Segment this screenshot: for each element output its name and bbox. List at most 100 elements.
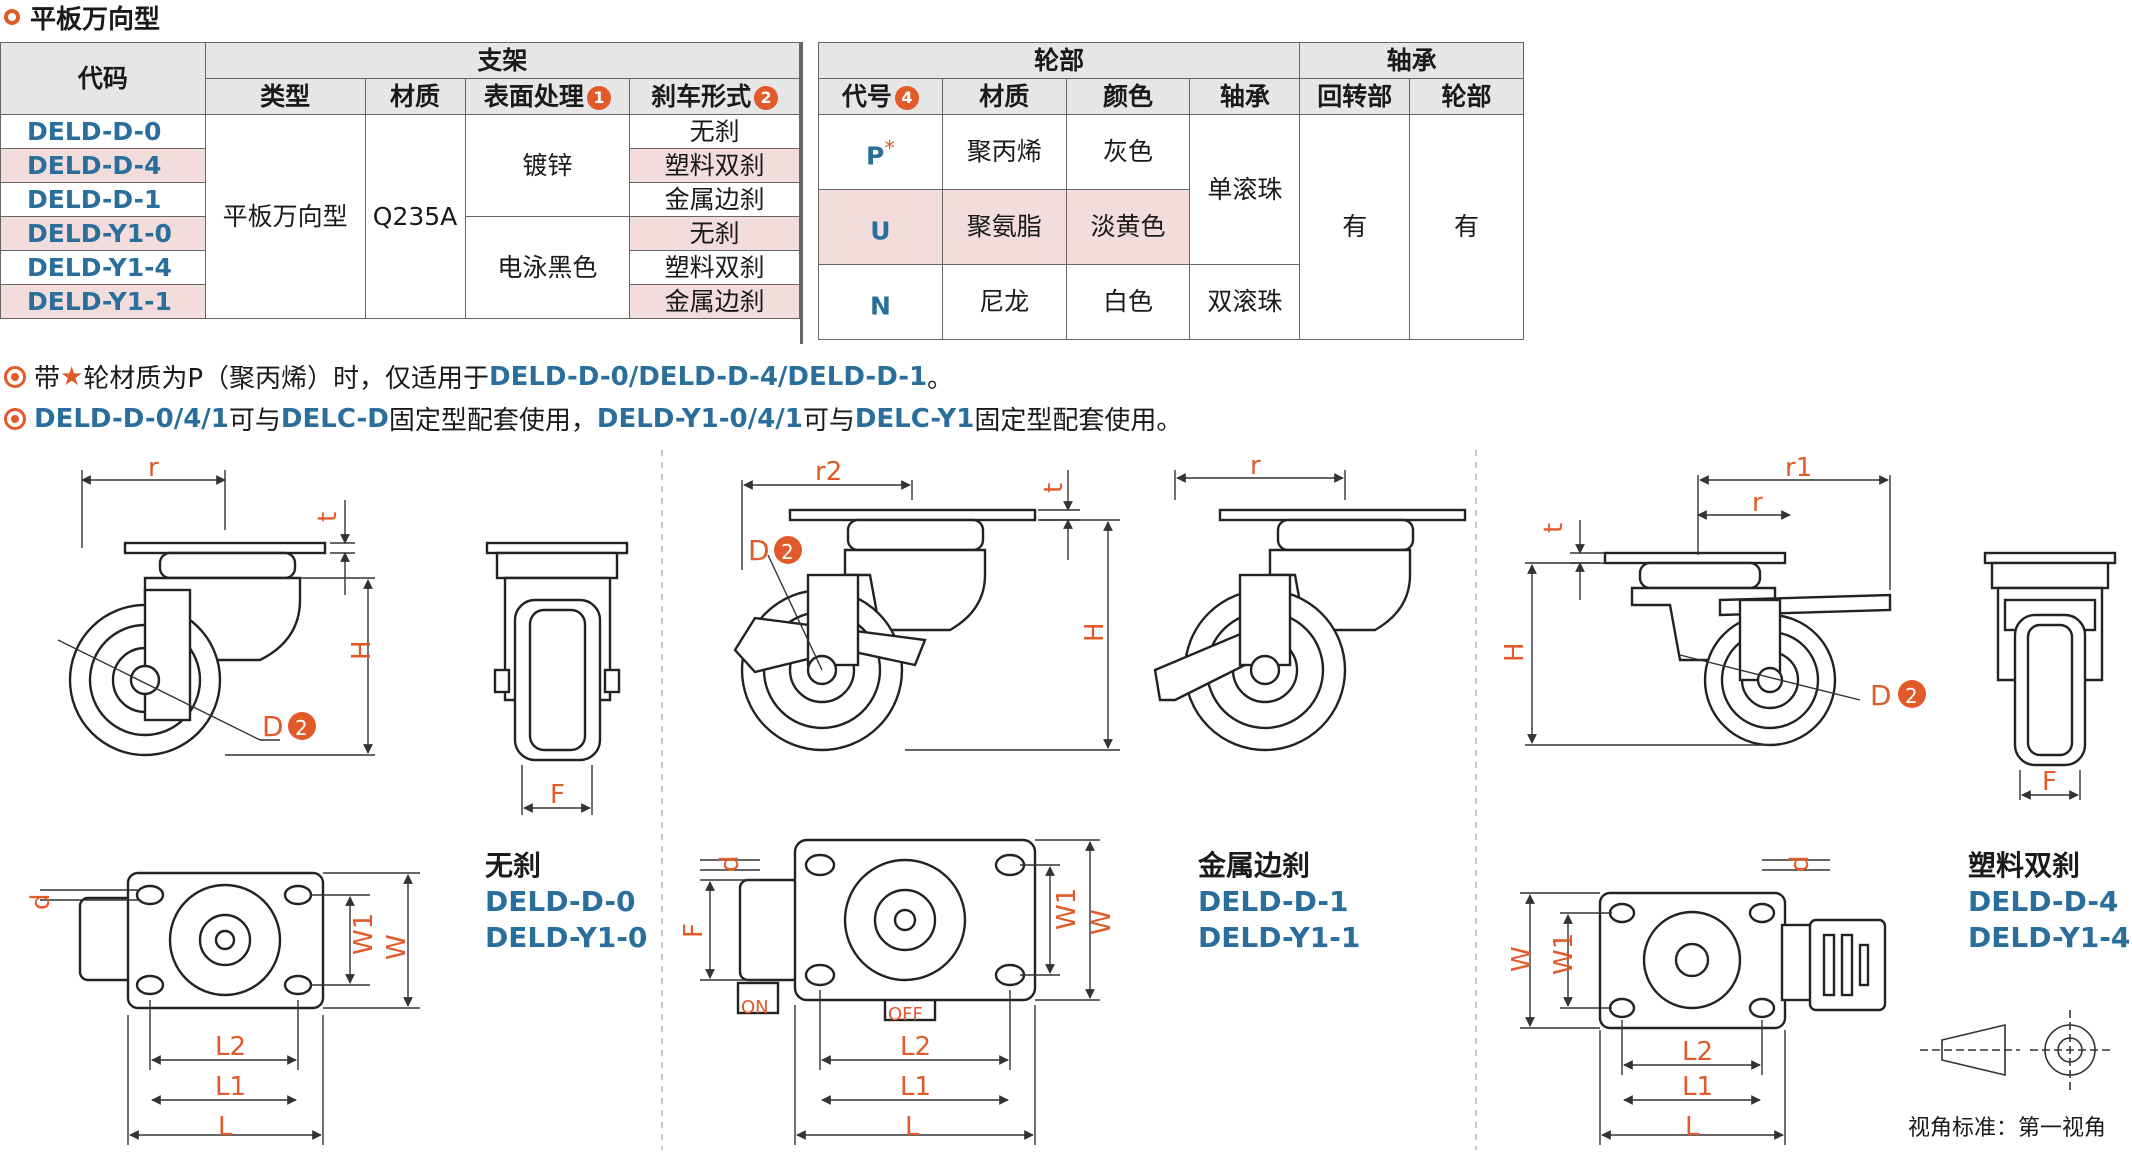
dim-L: L [905, 1112, 920, 1142]
dim-t: t [1539, 523, 1569, 533]
dim-L: L [1685, 1112, 1700, 1142]
caster-side-view-plastic-brake [1603, 551, 1892, 747]
wheel-code-cell: N [818, 264, 943, 340]
drawing-label-plastic-brake: 塑料双刹 DELD-D-4 DELD-Y1-4 [1968, 849, 2131, 954]
dim-t: t [313, 512, 343, 522]
code-cell: DELD-Y1-0 [0, 216, 206, 251]
dim-D: D [748, 534, 770, 567]
note-2-marker: 2 [1905, 684, 1918, 708]
dim-F: F [2042, 767, 2057, 797]
caster-side-view [68, 541, 327, 757]
dim-F: F [679, 923, 709, 938]
dim-W1: W1 [1549, 933, 1579, 975]
note-badge-icon: 4 [894, 85, 919, 110]
caster-side-view-metal-brake-engaged [1153, 508, 1467, 752]
header-bracket: 支架 [204, 42, 801, 79]
surface-cell: 镀锌 [464, 114, 631, 217]
brake-cell: 塑料双刹 [629, 148, 800, 183]
bullet-icon [4, 365, 26, 388]
code-cell: DELD-D-4 [0, 148, 206, 183]
type-cell: 平板万向型 [204, 114, 366, 319]
dim-W: W [1087, 909, 1117, 935]
dim-L1: L1 [900, 1072, 931, 1102]
dim-L1: L1 [1682, 1072, 1713, 1102]
note-badge-icon: 2 [754, 85, 779, 110]
dim-r: r [148, 453, 159, 483]
brake-cell: 金属边刹 [629, 284, 800, 319]
table-divider [800, 42, 803, 344]
dim-L2: L2 [215, 1032, 246, 1062]
wheel-color-cell: 淡黄色 [1065, 189, 1191, 265]
brake-cell: 金属边刹 [629, 182, 800, 217]
wheel-part-cell: 有 [1409, 114, 1524, 340]
code-cell: DELD-D-1 [0, 182, 206, 217]
page-title: 平板万向型 [4, 0, 160, 35]
header-axle: 轴承 [1189, 78, 1301, 115]
dim-r2: r2 [815, 457, 842, 487]
dim-W: W [1507, 946, 1537, 972]
dim-H: H [1080, 622, 1110, 642]
dim-r: r [1250, 451, 1261, 481]
dim-L: L [218, 1112, 233, 1142]
code-cell: DELD-Y1-4 [0, 250, 206, 285]
caster-top-view [78, 871, 325, 1010]
dim-r1: r1 [1785, 453, 1812, 483]
surface-cell: 电泳黑色 [464, 216, 631, 319]
caster-top-view-plastic-brake [1598, 891, 1887, 1030]
header-code: 代码 [0, 42, 206, 115]
wheel-material-cell: 聚氨脂 [941, 189, 1067, 265]
wheel-color-cell: 白色 [1065, 264, 1191, 340]
dim-H: H [1500, 642, 1530, 662]
dim-W: W [382, 934, 412, 960]
dim-r: r [1752, 488, 1763, 518]
axle-cell: 双滚珠 [1189, 264, 1301, 340]
note-badge-icon: 1 [586, 85, 611, 110]
code-cell: DELD-Y1-1 [0, 284, 206, 319]
drawing-label-no-brake: 无刹 DELD-D-0 DELD-Y1-0 [485, 849, 648, 954]
note-2-marker: 2 [781, 540, 794, 564]
header-material: 材质 [364, 78, 466, 115]
caster-front-view [485, 541, 629, 762]
drawing-label-metal-brake: 金属边刹 DELD-D-1 DELD-Y1-1 [1198, 849, 1361, 954]
dim-W1: W1 [1052, 888, 1082, 930]
dim-d: d [26, 893, 56, 910]
caster-top-view-metal-brake [736, 838, 1037, 1022]
wheel-code-cell: U [818, 189, 943, 265]
wheel-color-cell: 灰色 [1065, 114, 1191, 190]
label-off: OFF [888, 1004, 923, 1025]
dim-d: d [715, 855, 745, 872]
dim-t: t [1039, 483, 1069, 493]
bullet-icon [4, 407, 26, 430]
brake-cell: 无刹 [629, 114, 800, 149]
projection-symbol-icon [1920, 1010, 2110, 1090]
dim-D: D [1870, 679, 1892, 712]
dim-L2: L2 [1682, 1037, 1713, 1067]
dim-D: D [262, 710, 284, 743]
dim-W1: W1 [349, 913, 379, 955]
label-on: ON [741, 997, 769, 1018]
material-cell: Q235A [364, 114, 466, 319]
wheel-code-cell: P* [818, 114, 943, 190]
axle-cell: 单滚珠 [1189, 114, 1301, 265]
swivel-cell: 有 [1299, 114, 1411, 340]
dim-d: d [1785, 855, 1815, 872]
circle-bullet-icon [4, 9, 20, 25]
dim-F: F [550, 780, 565, 810]
header-wheel: 轮部 [817, 42, 1301, 79]
dim-H: H [347, 640, 377, 660]
header-bearing: 轴承 [1299, 42, 1524, 79]
dim-L1: L1 [215, 1072, 246, 1102]
dim-L2: L2 [900, 1032, 931, 1062]
brake-cell: 塑料双刹 [629, 250, 800, 285]
view-standard-note: 视角标准：第一视角 [1908, 1116, 2107, 1141]
caster-front-view-plastic-brake [1983, 551, 2117, 767]
header-wheel-material: 材质 [941, 78, 1067, 115]
wheel-material-cell: 尼龙 [941, 264, 1067, 340]
header-swivel: 回转部 [1299, 78, 1411, 115]
